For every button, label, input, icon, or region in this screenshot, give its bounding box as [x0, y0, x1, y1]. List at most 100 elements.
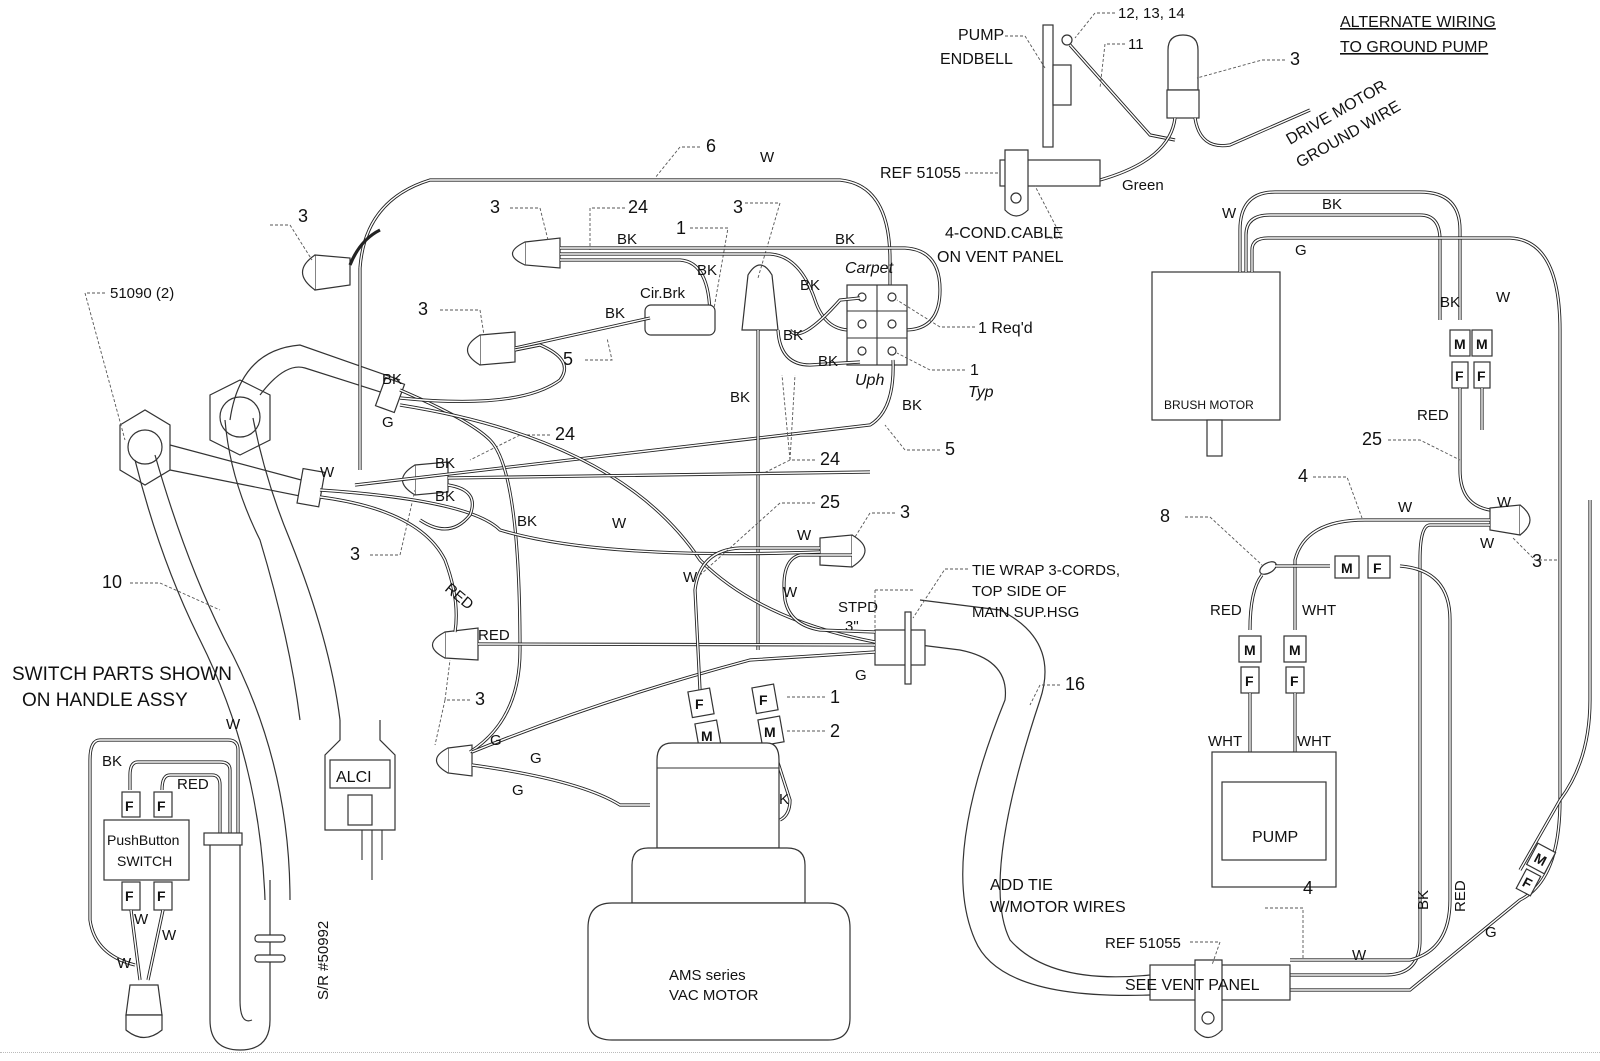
pump-endbell	[1042, 24, 1054, 148]
wire-label-w: W	[797, 527, 812, 544]
wire-label-bk: BK	[1440, 294, 1460, 311]
typ-label: Typ	[968, 384, 994, 401]
wire-splice-8	[1259, 561, 1277, 575]
connector-f-label: F	[695, 696, 704, 712]
wire-label-w: W	[1352, 947, 1367, 964]
callout-25-mid: 25	[820, 492, 840, 512]
strain-relief	[254, 934, 286, 943]
alternate-title-line1: ALTERNATE WIRING	[1340, 14, 1496, 31]
vac-motor-label-1: AMS series	[669, 967, 746, 984]
wire-label-g: G	[1485, 924, 1497, 941]
req-d-label: 1 Req'd	[978, 320, 1033, 337]
hose-fitting	[374, 376, 406, 414]
switch-parts-label-1: SWITCH PARTS SHOWN	[12, 664, 232, 685]
wire-label-bk: BK	[435, 455, 455, 472]
switch-parts-label-2: ON HANDLE ASSY	[22, 690, 188, 711]
callout-5-b: 5	[945, 439, 955, 459]
wire-label-bk: BK	[517, 513, 537, 530]
wire-nut-6	[435, 744, 473, 777]
cable-label-2: ON VENT PANEL	[937, 249, 1064, 266]
wire-label-w: W	[1222, 205, 1237, 222]
connector-f-label: F	[1477, 368, 1486, 384]
callout-3-g: 3	[475, 689, 485, 709]
vent-panel-group: SEE VENT PANEL REF 51055 ADD TIE W/MOTOR…	[919, 599, 1291, 1039]
wire-label-red: RED	[1417, 407, 1449, 424]
connector-f	[1367, 555, 1391, 579]
switch-uph-label: Uph	[855, 372, 884, 389]
wire-label-bk: BK	[435, 488, 455, 505]
wire-nut-2	[511, 237, 561, 269]
vent-panel-label: SEE VENT PANEL	[1125, 977, 1260, 994]
vac-motor-middle	[631, 847, 806, 904]
page-bottom-rule	[0, 1052, 1600, 1053]
mounting-clip	[1194, 959, 1223, 1039]
tie-wrap-label-1: TIE WRAP 3-CORDS,	[972, 562, 1120, 579]
connector-m-label: M	[1289, 642, 1301, 658]
callout-3-c: 3	[733, 197, 743, 217]
screw-icon	[1201, 1011, 1215, 1025]
wire-label-w: W	[612, 515, 627, 532]
wire-label-red: RED	[478, 627, 510, 644]
connector-m	[1283, 635, 1307, 663]
add-tie-label-1: ADD TIE	[990, 877, 1053, 894]
wire-label-red: RED	[1210, 602, 1242, 619]
ref-51055-bottom: REF 51055	[1105, 935, 1181, 952]
callout-4: 4	[1298, 466, 1308, 486]
ground-wire-11	[1068, 43, 1176, 142]
wire-nuts	[301, 237, 866, 777]
wire-label-g: G	[855, 667, 867, 684]
wire-label-bk: BK	[902, 397, 922, 414]
ref-51055-top: REF 51055	[880, 165, 961, 182]
wire-label-red: RED	[441, 580, 476, 613]
pump-label: PUMP	[1252, 829, 1298, 846]
callout-16: 16	[1065, 674, 1085, 694]
switch-carpet-label: Carpet	[845, 260, 894, 277]
pushbutton-label-2: SWITCH	[117, 853, 172, 869]
callout-3-f: 3	[900, 502, 910, 522]
callout-6: 6	[706, 136, 716, 156]
wire-label-wht: WHT	[1297, 733, 1331, 750]
connector-m-label: M	[764, 724, 776, 740]
wire-nut-8	[741, 264, 779, 331]
callout-3-a: 3	[298, 206, 308, 226]
connector-f	[687, 687, 715, 719]
wire-label-w: W	[134, 911, 149, 928]
wire-nut-switch	[125, 984, 163, 1016]
connector-f-label: F	[1455, 368, 1464, 384]
wire-label-bk: BK	[617, 231, 637, 248]
wire-label-g: G	[490, 732, 502, 749]
wire-label-w: W	[162, 927, 177, 944]
connector-m-label: M	[701, 728, 713, 744]
connector-f	[121, 791, 141, 818]
connector-f-label: F	[157, 888, 166, 904]
wire-label-bk: BK	[835, 231, 855, 248]
wire-nut-4	[401, 461, 449, 496]
wire-label-w: W	[783, 584, 798, 601]
pump-group: W W 3 W 4 8 M F RED WHT M M F F	[1160, 466, 1592, 977]
pump-box	[1221, 781, 1327, 861]
brush-motor-box	[1151, 271, 1281, 421]
wire-label-w: W	[226, 716, 241, 733]
connector-m	[1471, 329, 1493, 357]
add-tie-label-2: W/MOTOR WIRES	[990, 899, 1126, 916]
brush-motor-label: BRUSH MOTOR	[1164, 398, 1254, 412]
callout-10: 10	[102, 572, 122, 592]
typ-num-label: 1	[970, 362, 979, 379]
callout-5-a: 5	[563, 349, 573, 369]
callout-11: 11	[1128, 36, 1144, 53]
callout-24-mid: 24	[555, 424, 575, 444]
callout-12-13-14: 12, 13, 14	[1118, 5, 1185, 22]
connector-f-label: F	[759, 692, 768, 708]
wire-nut-3	[466, 331, 516, 366]
wire-label-w: W	[1497, 494, 1512, 511]
mounting-clip	[1004, 149, 1029, 217]
wire-label-bk: BK	[605, 305, 625, 322]
connector-m	[1525, 842, 1557, 875]
wire-label-bk: BK	[382, 371, 402, 388]
circuit-breaker-label: Cir.Brk	[640, 285, 686, 302]
brush-motor-group: BRUSH MOTOR W BK G BK W M M F F RED 25	[1151, 190, 1562, 992]
pump-endbell-label-2: ENDBELL	[940, 51, 1013, 68]
wire-6-group: 6 W	[358, 136, 892, 295]
tie-wrap-label-3: MAIN SUP.HSG	[972, 604, 1079, 621]
